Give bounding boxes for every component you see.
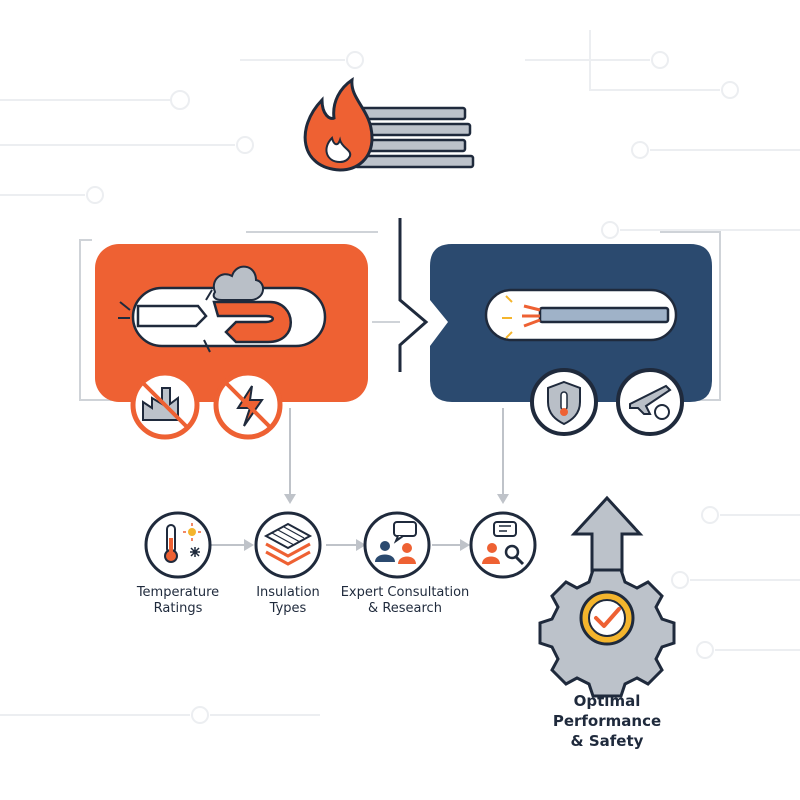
step-flow-connectors <box>210 539 470 551</box>
step-label-insulation-types: Insulation Types <box>256 585 320 616</box>
step-temperature-ratings <box>144 511 212 579</box>
step-insulation-types <box>254 511 322 579</box>
research-search-icon <box>482 521 525 566</box>
consultation-icon <box>375 521 417 564</box>
gear-check-arrow-icon <box>538 495 676 698</box>
step-research <box>469 511 537 579</box>
insulated-cable-card <box>430 244 712 436</box>
overheated-cable-card <box>95 244 368 440</box>
split-divider-line <box>398 218 429 372</box>
step-label-temperature-ratings: Temperature Ratings <box>136 585 220 616</box>
insulated-cable-icon <box>502 295 670 339</box>
insulation-layers-icon <box>263 522 313 566</box>
background-circuit-lines <box>0 30 800 724</box>
step-expert-consultation <box>363 511 431 579</box>
card-down-connectors <box>284 408 509 504</box>
thermometer-sun-snow-icon <box>164 523 201 563</box>
step-label-expert-consultation: Expert Consultation & Research <box>340 585 470 616</box>
melted-cable-icon <box>118 265 292 353</box>
flame-over-cables-icon <box>303 76 475 172</box>
outcome-label: Optimal Performance & Safety <box>552 692 662 750</box>
